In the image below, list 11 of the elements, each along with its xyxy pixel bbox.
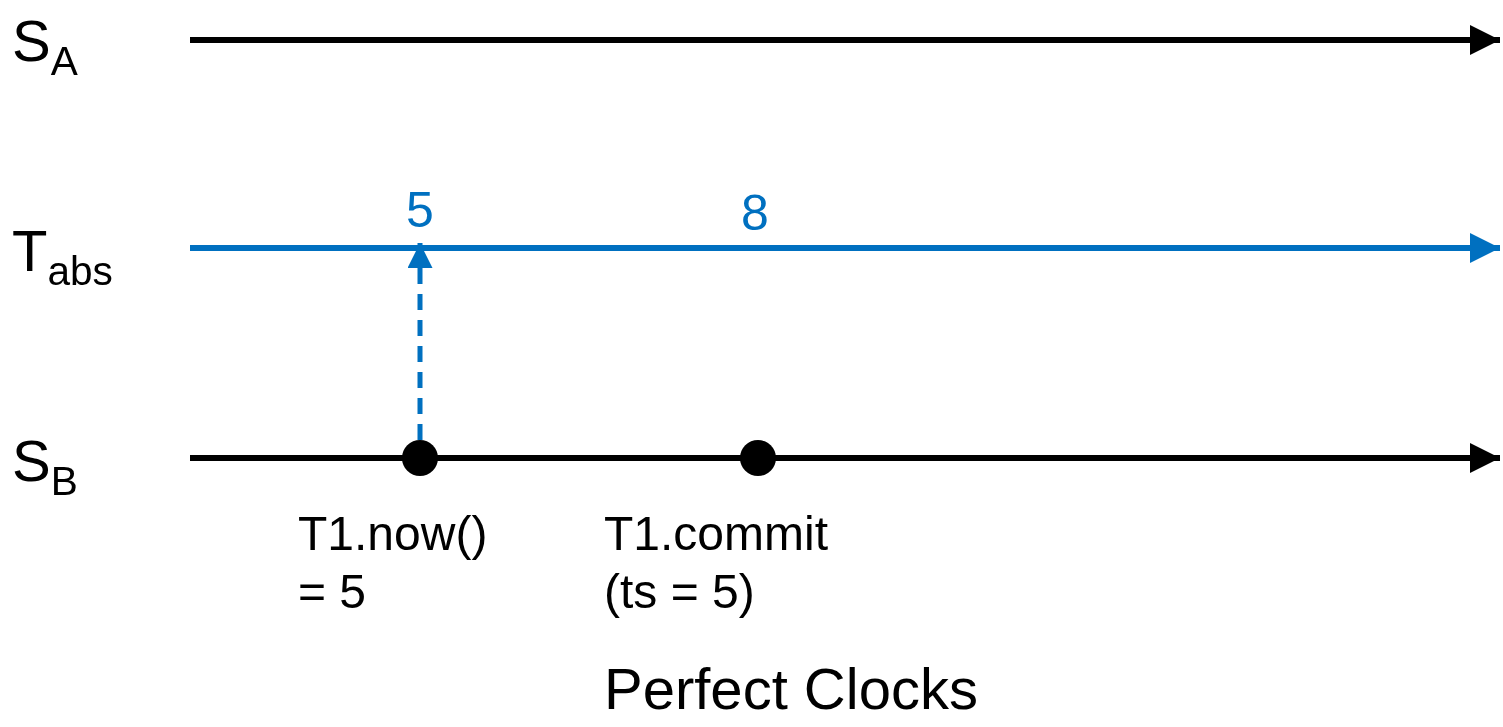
event-caption: T1.commit (ts = 5) bbox=[604, 506, 829, 620]
event-dot bbox=[402, 440, 438, 476]
dashed-arrow bbox=[407, 243, 433, 440]
event-dot bbox=[740, 440, 776, 476]
event-caption: T1.now() = 5 bbox=[298, 506, 489, 620]
diagram-caption: Perfect Clocks bbox=[604, 660, 978, 718]
timeline-label: T$_{abs}$ bbox=[12, 222, 113, 292]
timeline-label: S$_{B}$ bbox=[12, 432, 78, 502]
time-value: 8 bbox=[741, 188, 769, 238]
timeline-label: S$_{A}$ bbox=[12, 12, 78, 82]
time-value: 5 bbox=[400, 185, 440, 243]
